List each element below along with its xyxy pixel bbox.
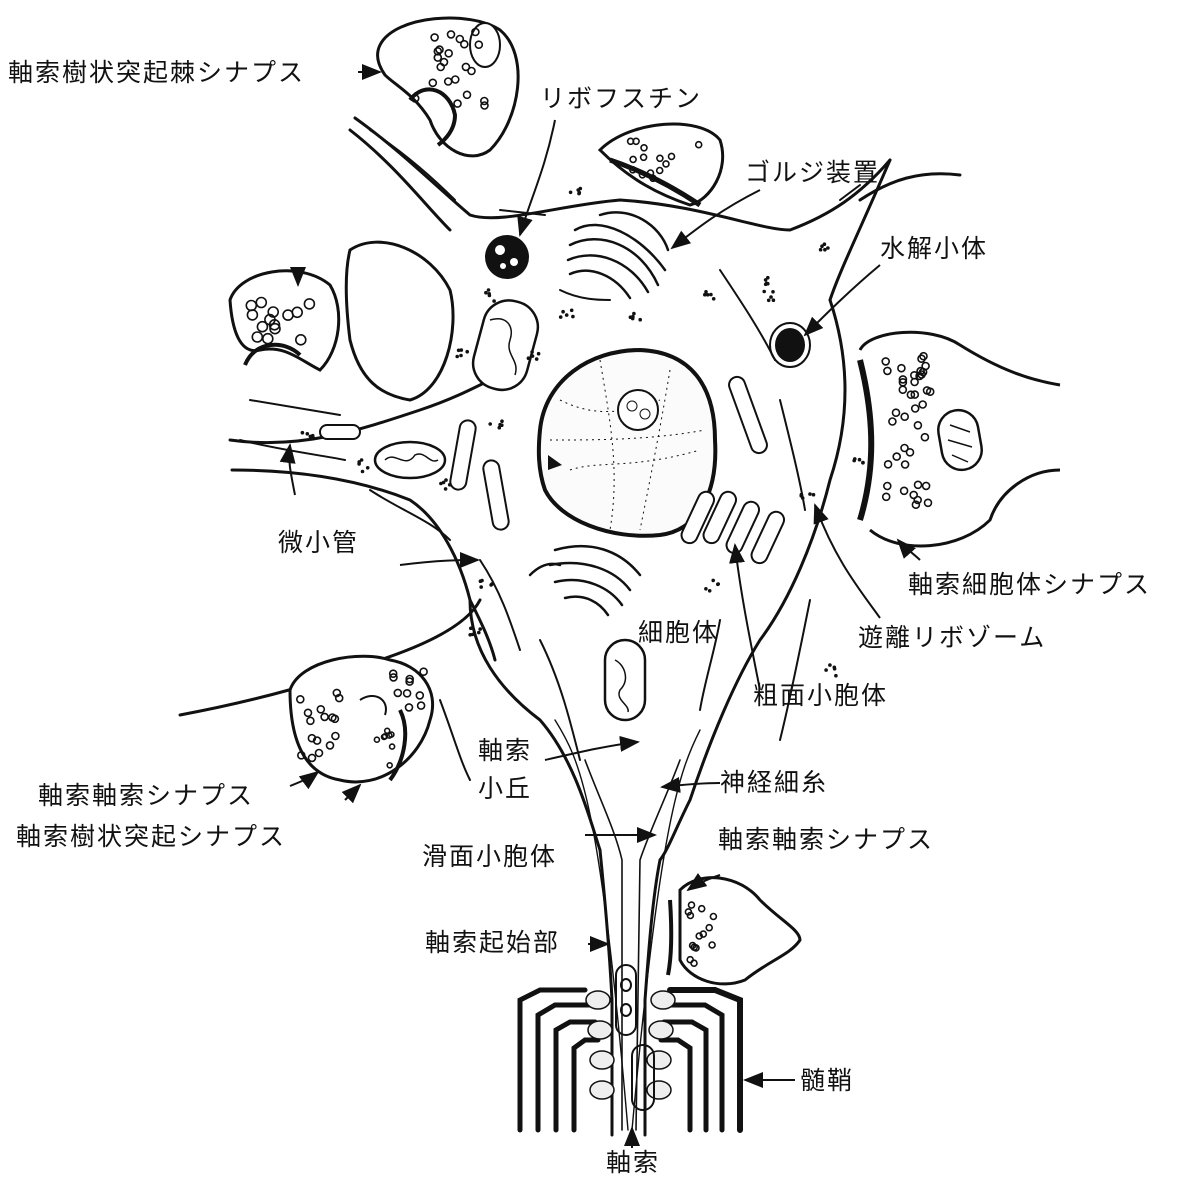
label-axodendritic-synapse: 軸索樹状突起シナプス: [16, 822, 287, 851]
label-lipofuscin: リボフスチン: [540, 84, 703, 113]
mitochondria: [373, 299, 983, 722]
label-golgi: ゴルジ装置: [745, 158, 881, 187]
label-axon-hillock-2: 小丘: [478, 774, 533, 803]
label-initial-segment: 軸索起始部: [425, 928, 561, 957]
myelin-sheath: [517, 987, 743, 1133]
label-soma: 細胞体: [638, 618, 720, 647]
label-myelin: 髄鞘: [800, 1066, 855, 1095]
axon-mitochondrion: [615, 964, 655, 1111]
label-axodendritic-spine-synapse: 軸索樹状突起棘シナプス: [8, 58, 306, 87]
synapse-lower-left: [288, 654, 435, 784]
nodes-of-ranvier: [585, 990, 676, 1100]
microtubules: [239, 129, 861, 781]
nucleus: [536, 347, 718, 538]
free-ribosomes: [300, 186, 865, 678]
label-axoaxonic-synapse-left: 軸索軸索シナプス: [38, 781, 255, 810]
lipofuscin-granule: [485, 235, 529, 279]
label-microtubule: 微小管: [278, 528, 360, 557]
golgi-apparatus-bottom: [528, 544, 642, 617]
golgi-apparatus-top: [566, 211, 670, 300]
lysosome: [769, 322, 811, 368]
label-axon: 軸索: [606, 1148, 661, 1177]
label-lysosome: 水解小体: [880, 234, 989, 263]
label-smooth-vesicle: 滑面小胞体: [422, 842, 558, 871]
label-rough-vesicle: 粗面小胞体: [753, 681, 889, 710]
synapse-top: [376, 16, 520, 158]
label-axosomatic-synapse: 軸索細胞体シナプス: [908, 570, 1152, 599]
label-axon-hillock-1: 軸索: [478, 736, 533, 765]
synaptic-vesicles: [245, 27, 935, 968]
leader-lines: [279, 64, 921, 1148]
synapse-left: [228, 240, 455, 402]
label-free-ribosome: 遊離リボゾーム: [858, 623, 1047, 652]
synapse-top-right: [597, 122, 725, 208]
rough-er: [319, 375, 786, 565]
label-neurofilament: 神経細糸: [720, 768, 829, 797]
synapse-axon-right: [666, 876, 802, 986]
label-axoaxonic-synapse-right: 軸索軸索シナプス: [718, 825, 935, 854]
